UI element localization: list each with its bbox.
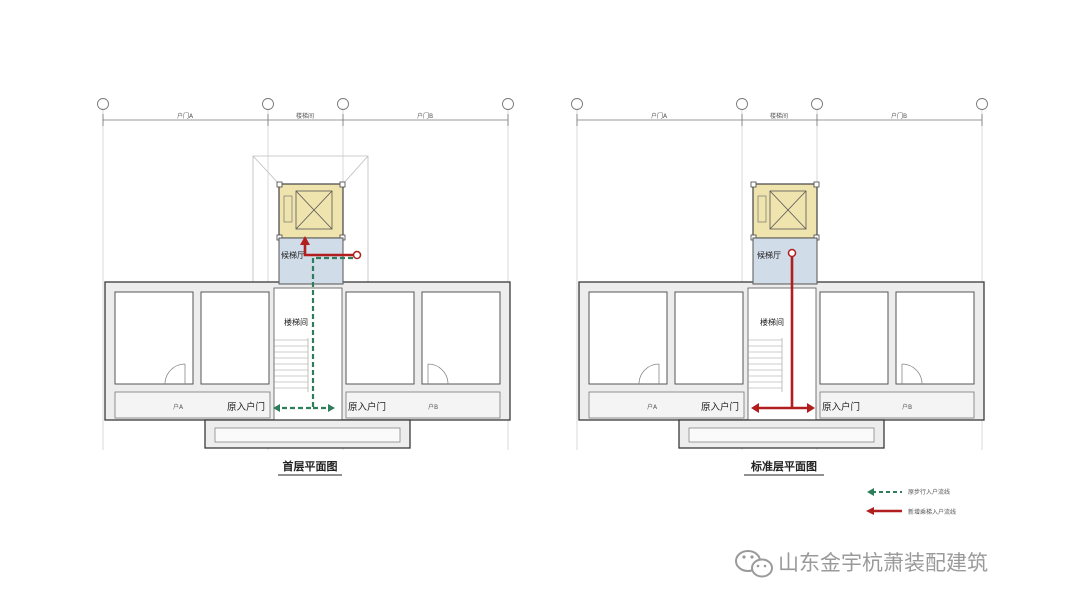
axis-label-b: 户门B [417,112,433,120]
axis-label-a: 户门A [651,112,668,120]
axis-label-stair: 楼梯间 [770,112,788,120]
plan-title: 标准层平面图 [750,459,817,473]
unit-b-label: 户B [902,403,912,411]
stair-label: 楼梯间 [284,317,308,327]
legend-walk-label: 原步行入户流线 [908,488,950,496]
lift-route-line [303,243,353,257]
unit-b-label: 户B [428,403,438,411]
axis-label-stair: 楼梯间 [296,112,314,120]
legend: 原步行入户流线 新增乘梯入户流线 [866,488,956,516]
watermark: 山东金宇杭萧装配建筑 [735,550,988,578]
unit-a-label: 户A [173,403,184,411]
door-label-left: 原入户门 [701,401,739,413]
legend-lift-label: 新增乘梯入户流线 [908,508,956,516]
unit-a-label: 户A [647,403,658,411]
watermark-text: 山东金宇杭萧装配建筑 [778,551,988,575]
door-label-left: 原入户门 [227,401,265,413]
door-label-right: 原入户门 [822,401,860,413]
wechat-icon [735,550,773,578]
stair-label: 楼梯间 [760,317,784,327]
axis-label-a: 户门A [177,112,194,120]
lobby-label: 候梯厅 [281,250,305,260]
ground-floor-plan: 户门A 楼梯间 户门B 候梯厅 楼梯间 原入户门 原入户门 户A 户B 首层平面… [96,97,515,476]
walk-route-line [277,256,353,410]
axis-label-b: 户门B [891,112,907,120]
plan-title: 首层平面图 [283,459,338,473]
door-label-right: 原入户门 [348,401,386,413]
standard-floor-plan: 户门A 楼梯间 户门B 候梯厅 楼梯间 原入户门 原入户门 户A 户B 标准层平… [570,97,989,476]
lobby-label: 候梯厅 [757,250,781,260]
